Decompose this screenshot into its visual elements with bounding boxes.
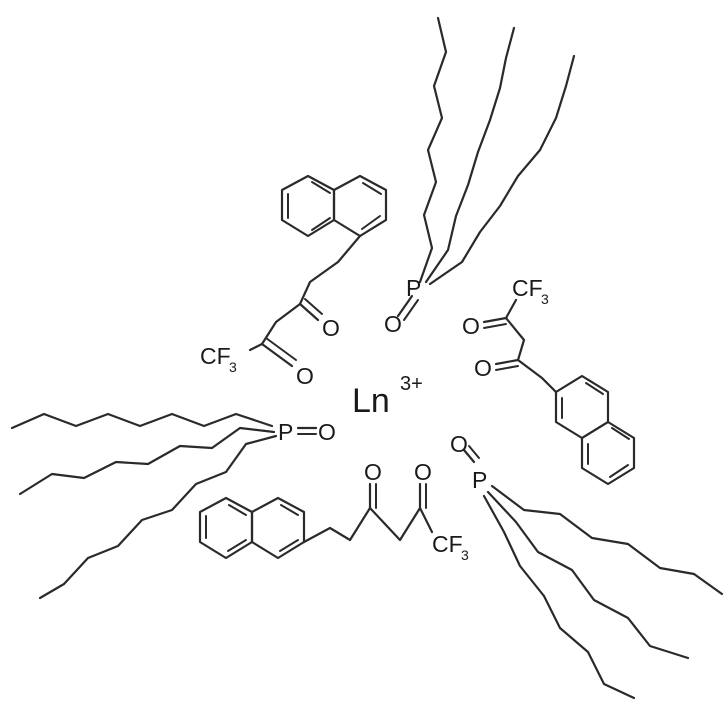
lanthanide-charge: 3+: [400, 373, 423, 395]
oxygen-atom-bottom-2: O: [414, 459, 432, 485]
cf3-group-tl: CF: [200, 343, 231, 369]
cf3-group-bottom: CF: [432, 531, 463, 557]
naphthyl-ring-bottom-a: [198, 496, 254, 560]
oxygen-atom-tl-1: O: [322, 315, 340, 341]
svg-text:3: 3: [541, 291, 549, 307]
diketonate-top-left: O O CF 3: [200, 174, 388, 389]
oxygen-atom-left-po: O: [318, 419, 336, 445]
p-o-bond-br: [462, 448, 476, 464]
oxygen-atom-right-2: O: [474, 355, 492, 381]
p-o-bond-top: [396, 294, 414, 318]
phosphorus-atom-left: P: [278, 419, 293, 445]
diketonate-bottom: O O CF 3: [198, 459, 469, 563]
naphthyl-ring-bottom-b: [250, 496, 306, 560]
octyl-chain-top-3: [428, 54, 576, 286]
oxygen-atom-top-po: O: [384, 311, 402, 337]
octyl-chain-br-3: [482, 494, 636, 700]
oxygen-atom-bottom-1: O: [364, 459, 382, 485]
svg-text:3: 3: [461, 547, 469, 563]
octyl-chain-left-1: [10, 412, 274, 430]
octyl-chain-br-2: [486, 490, 690, 660]
phosphine-oxide-top: P O: [384, 16, 576, 337]
naphthyl-ring-right-a: [554, 374, 610, 440]
phosphorus-atom-br: P: [472, 467, 487, 493]
naphthyl-ring-right-b: [580, 420, 636, 486]
octyl-chain-top-2: [424, 26, 516, 284]
lanthanide-symbol: Ln: [352, 382, 390, 420]
diketone-backbone-tl: [260, 234, 362, 346]
central-metal-ion: Ln 3+: [352, 373, 423, 420]
phosphine-oxide-left: P O: [10, 412, 336, 600]
phosphorus-atom-top: P: [406, 275, 421, 301]
cf3-group-right: CF: [512, 275, 543, 301]
naphthyl-ring-tl-b: [332, 174, 388, 238]
octyl-chain-top-1: [418, 16, 448, 284]
oxygen-atom-tl-2: O: [296, 363, 314, 389]
svg-text:3: 3: [229, 359, 237, 375]
octyl-chain-left-2: [18, 426, 276, 496]
phosphine-oxide-bottom-right: O P: [450, 431, 724, 700]
octyl-chain-br-1: [490, 484, 724, 596]
naphthyl-ring-tl-a: [280, 174, 336, 238]
diketone-backbone-bottom: [302, 506, 434, 544]
oxygen-atom-right-1: O: [462, 313, 480, 339]
diketonate-right: CF 3 O O: [462, 275, 636, 486]
octyl-chain-left-3: [38, 434, 278, 600]
oxygen-atom-br-po: O: [450, 431, 468, 457]
diketone-backbone-right: [504, 298, 558, 394]
